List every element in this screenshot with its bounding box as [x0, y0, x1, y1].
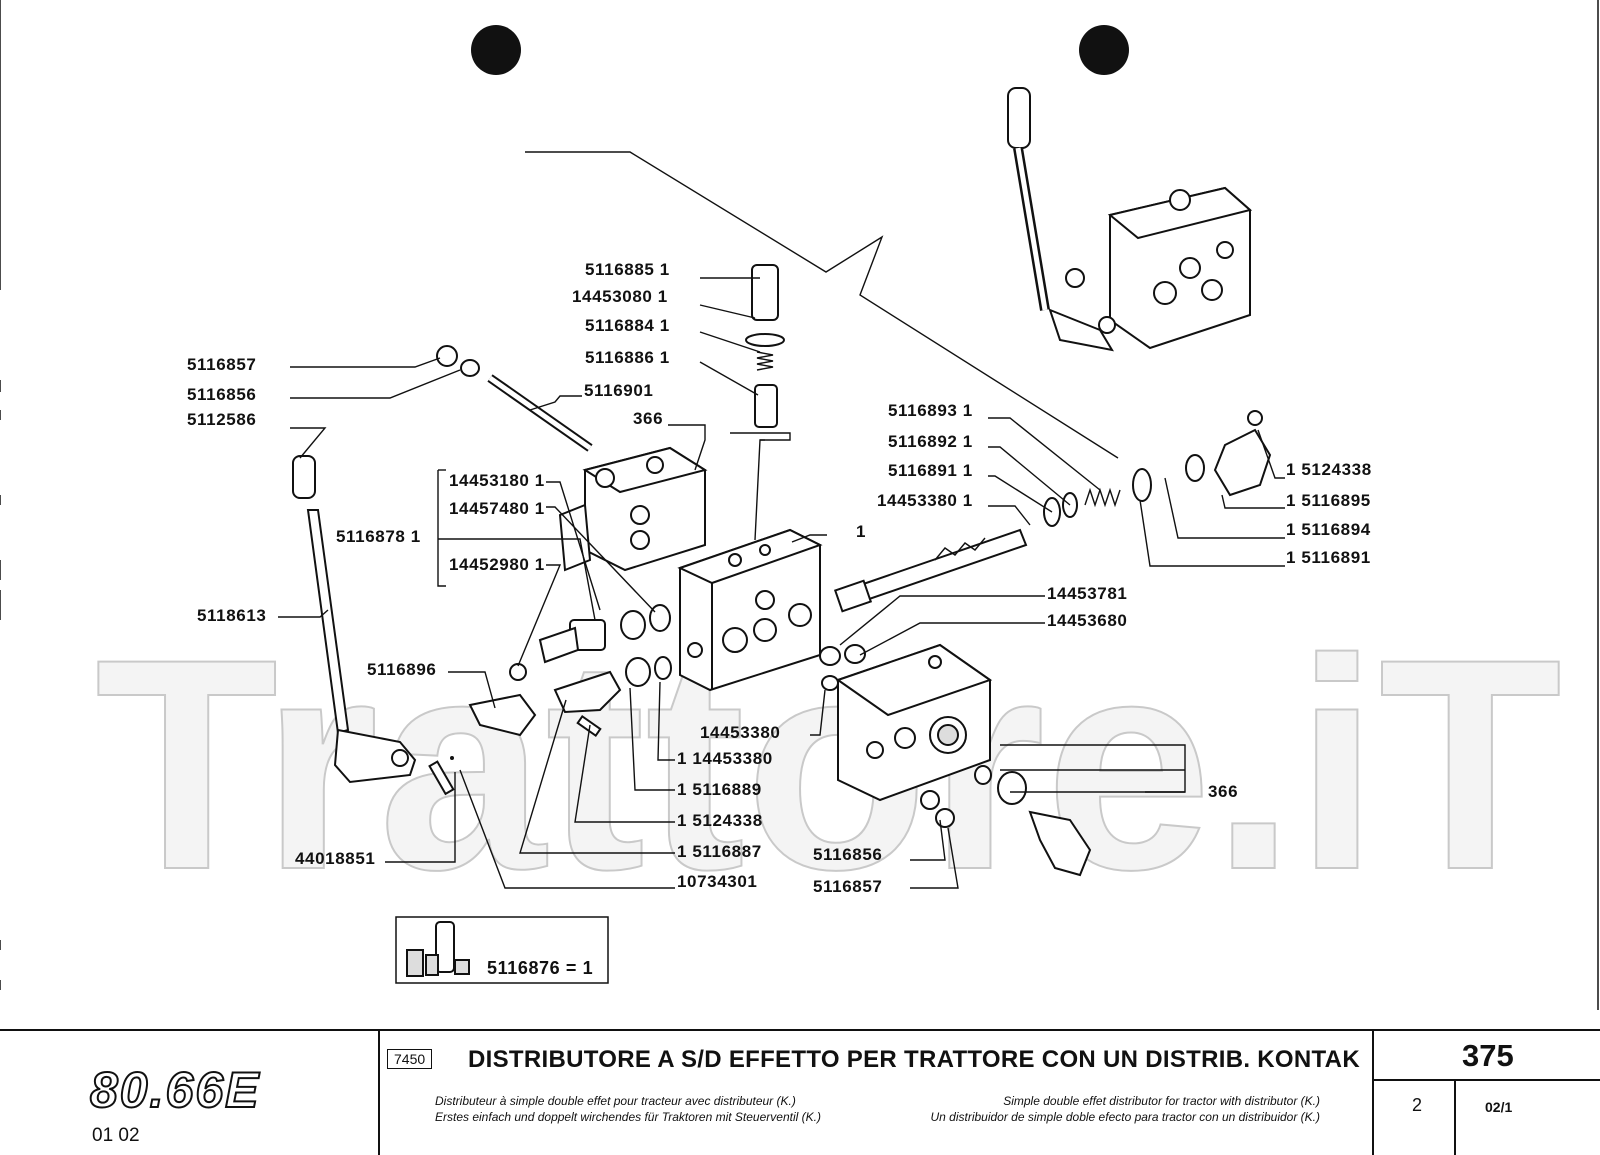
label-366-top: 366: [633, 409, 663, 428]
label-part-1: 1: [856, 522, 866, 541]
spool-assembly: [833, 410, 1272, 613]
label-5112586: 5112586: [187, 410, 256, 429]
label-5116856-top: 5116856: [187, 385, 256, 404]
label-5116895: 1 5116895: [1286, 491, 1371, 510]
label-5116878: 5116878 1: [336, 527, 421, 546]
label-5124338-right: 1 5124338: [1286, 460, 1372, 479]
label-44018851: 44018851: [295, 849, 375, 868]
divider: [1372, 1031, 1374, 1155]
rear-cover-block: [835, 643, 993, 802]
title-block: 80.66E 01 02 7450 DISTRIBUTORE A S/D EFF…: [0, 1029, 1600, 1155]
label-14457480: 14457480 1: [449, 499, 545, 518]
margin-ticks: [0, 0, 1599, 1010]
label-5116857-top: 5116857: [187, 355, 256, 374]
label-5116896: 5116896: [367, 660, 436, 679]
label-14453380-mid: 14453380: [700, 723, 780, 742]
small-parts: [428, 604, 1092, 877]
inset-pointer-arrow: [525, 151, 1119, 459]
label-5116857-bottom: 5116857: [813, 877, 882, 896]
label-5116894: 1 5116894: [1286, 520, 1371, 539]
assembled-valve-inset: [1007, 87, 1253, 352]
punch-hole-left: [471, 25, 521, 75]
subtitle-spanish: Un distribuidor de simple doble efecto p…: [930, 1110, 1320, 1124]
tie-rod: [436, 345, 593, 452]
label-5116892: 5116892 1: [888, 432, 973, 451]
divider: [1454, 1079, 1456, 1155]
label-14453380-lower: 1 14453380: [677, 749, 773, 768]
label-5116901: 5116901: [584, 381, 653, 400]
sequence-numbers: 01 02: [92, 1125, 140, 1146]
label-14453080: 14453080 1: [572, 287, 668, 306]
top-plunger-stack: [745, 264, 785, 428]
label-5116891-right: 1 5116891: [1286, 548, 1371, 567]
label-14453180: 14453180 1: [449, 471, 545, 490]
label-5116893: 5116893 1: [888, 401, 973, 420]
label-5116885: 5116885 1: [585, 260, 670, 279]
kit-box: 5116876 = 1: [395, 916, 609, 984]
sheet-number: 2: [1412, 1095, 1423, 1115]
label-5124338-lower: 1 5124338: [677, 811, 763, 830]
label-5116884: 5116884 1: [585, 316, 670, 335]
label-10734301: 10734301: [677, 872, 757, 891]
end-cap-block: [558, 446, 708, 572]
label-5116891-upper: 5116891 1: [888, 461, 973, 480]
label-5116887: 1 5116887: [677, 842, 762, 861]
kit-box-label: 5116876 = 1: [487, 958, 593, 978]
label-14453781: 14453781: [1047, 584, 1127, 603]
subtitle-french: Distributeur à simple double effet pour …: [435, 1094, 796, 1108]
leader-lines: [278, 277, 1285, 889]
revision-code: 02/1: [1485, 1099, 1513, 1115]
subtitle-english: Simple double effet distributor for trac…: [1003, 1094, 1320, 1108]
callout-labels: 5116885 1 14453080 1 5116884 1 5116886 1…: [187, 260, 1372, 896]
divider: [378, 1031, 380, 1155]
label-366-bottom: 366: [1208, 782, 1238, 801]
label-14453680: 14453680: [1047, 611, 1127, 630]
page-title: DISTRIBUTORE A S/D EFFETTO PER TRATTORE …: [468, 1046, 1360, 1073]
subtitle-german: Erstes einfach und doppelt wirchendes fü…: [435, 1110, 821, 1124]
label-5118613: 5118613: [197, 606, 266, 625]
page-number: 375: [1462, 1038, 1514, 1073]
divider: [1372, 1079, 1600, 1081]
label-14452980: 14452980 1: [449, 555, 545, 574]
exploded-parts-diagram: Trattore.iT: [0, 0, 1599, 1010]
label-5116856-bottom: 5116856: [813, 845, 882, 864]
control-lever: [292, 455, 417, 784]
label-5116886: 5116886 1: [585, 348, 670, 367]
model-number: 80.66E: [89, 1061, 261, 1119]
group-code-badge: 7450: [387, 1049, 433, 1069]
label-5116889: 1 5116889: [677, 780, 762, 799]
label-14453380-upper: 14453380 1: [877, 491, 973, 510]
punch-hole-right: [1079, 25, 1129, 75]
